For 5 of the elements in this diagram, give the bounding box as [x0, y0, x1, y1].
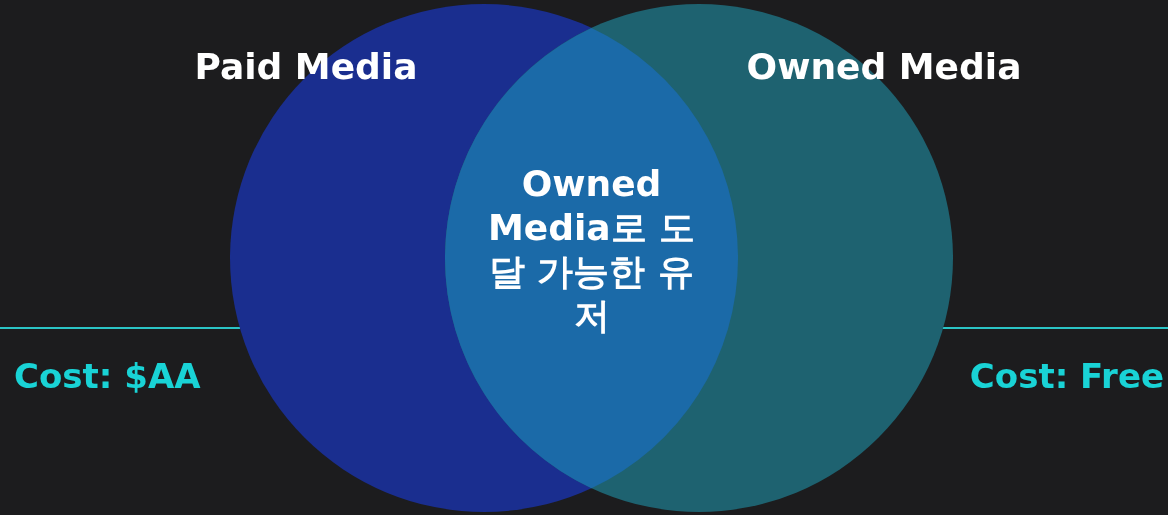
cost-label: Cost: Free — [969, 356, 1164, 396]
circle-heading: Owned Media — [746, 46, 1022, 87]
cost-label: Cost: $AA — [14, 356, 201, 396]
overlap-text: Owned Media로 도달 가능한 유저 — [486, 162, 697, 338]
circle-heading: Paid Media — [194, 46, 418, 87]
